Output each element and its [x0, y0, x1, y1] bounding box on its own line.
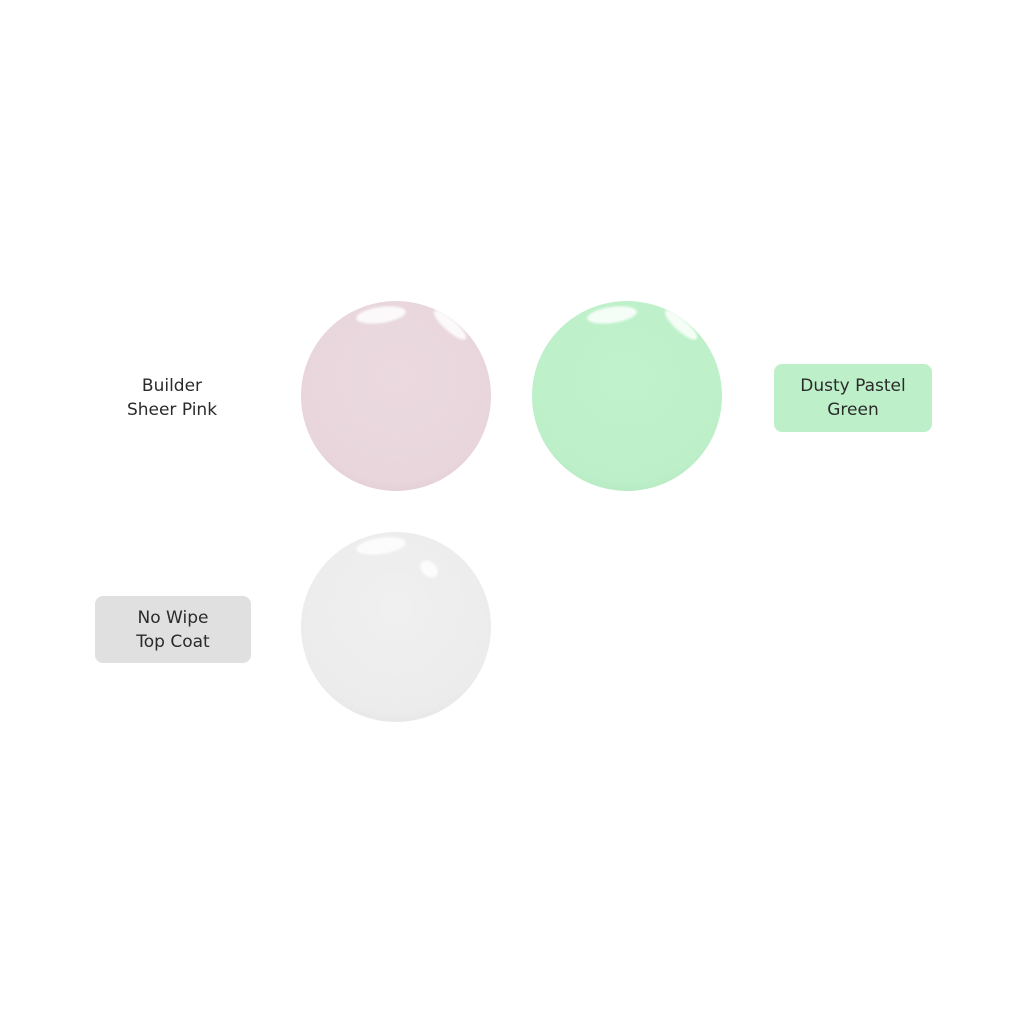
label-line: Builder: [141, 376, 203, 396]
label-no-wipe-top-coat[interactable]: No Wipe Top Coat: [95, 596, 251, 663]
gloss-highlight: [416, 557, 442, 581]
label-line: Dusty Pastel: [800, 376, 906, 396]
label-line: Green: [827, 400, 879, 420]
swatch-builder-sheer-pink[interactable]: [301, 301, 491, 491]
gloss-highlight: [430, 306, 470, 344]
label-line: Sheer Pink: [126, 400, 218, 420]
gloss-highlight: [661, 306, 701, 344]
swatch-dusty-pastel-green[interactable]: [532, 301, 722, 491]
gloss-highlight: [355, 534, 407, 558]
label-dusty-pastel-green[interactable]: Dusty Pastel Green: [774, 364, 932, 432]
gloss-highlight: [355, 303, 407, 327]
swatch-no-wipe-top-coat[interactable]: [301, 532, 491, 722]
label-line: No Wipe: [137, 607, 209, 628]
gloss-highlight: [586, 303, 638, 327]
label-builder-sheer-pink[interactable]: Builder Sheer Pink: [94, 364, 250, 432]
label-line: Top Coat: [136, 631, 210, 652]
